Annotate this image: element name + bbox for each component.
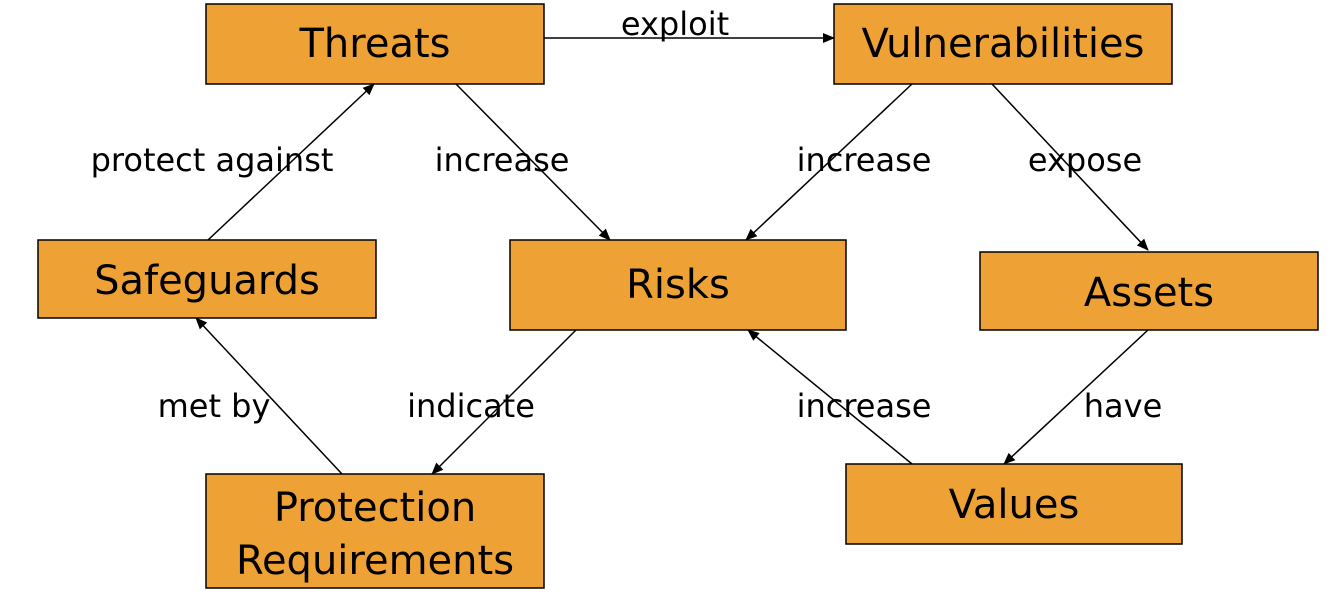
node-assets: Assets [979, 251, 1319, 331]
edge-vulnerabilities-increase-risks: increase [745, 83, 932, 241]
edge-values-increase-risks: increase [747, 329, 932, 465]
edge-label-indicate: indicate [407, 387, 535, 425]
node-threats: Threats [205, 3, 545, 85]
node-label-risks: Risks [626, 262, 730, 308]
node-label-assets: Assets [1084, 270, 1214, 316]
edge-risks-indicate-protection-requirements: indicate [407, 329, 577, 475]
node-label-vulnerabilities: Vulnerabilities [861, 21, 1144, 67]
node-label-threats: Threats [299, 21, 451, 67]
node-values: Values [845, 463, 1183, 545]
node-protection-requirements: Protection Requirements [205, 473, 545, 589]
node-label-requirements: Requirements [236, 538, 514, 584]
node-label-protection: Protection [274, 485, 476, 531]
edge-label-exploit: exploit [621, 5, 729, 43]
edge-label-increase: increase [797, 141, 932, 179]
node-vulnerabilities: Vulnerabilities [833, 3, 1173, 85]
edge-threats-increase-risks: increase [435, 83, 611, 241]
edge-label-have: have [1084, 387, 1163, 425]
edge-vulnerabilities-expose-assets: expose [991, 83, 1149, 251]
edge-assets-have-values: have [1003, 329, 1163, 465]
edge-protection-requirements-met-by-safeguards: met by [158, 317, 343, 475]
edge-label-met-by: met by [158, 387, 271, 425]
edge-label-increase: increase [435, 141, 570, 179]
node-label-safeguards: Safeguards [94, 258, 320, 304]
node-risks: Risks [509, 239, 847, 331]
node-label-values: Values [949, 482, 1080, 528]
edge-threats-exploit-vulnerabilities: exploit [544, 5, 835, 43]
edge-label-expose: expose [1028, 141, 1142, 179]
edge-label-increase: increase [797, 387, 932, 425]
edge-safeguards-protect-against-threats: protect against [91, 83, 375, 241]
edge-label-protect-against: protect against [91, 141, 334, 179]
node-safeguards: Safeguards [37, 239, 377, 319]
